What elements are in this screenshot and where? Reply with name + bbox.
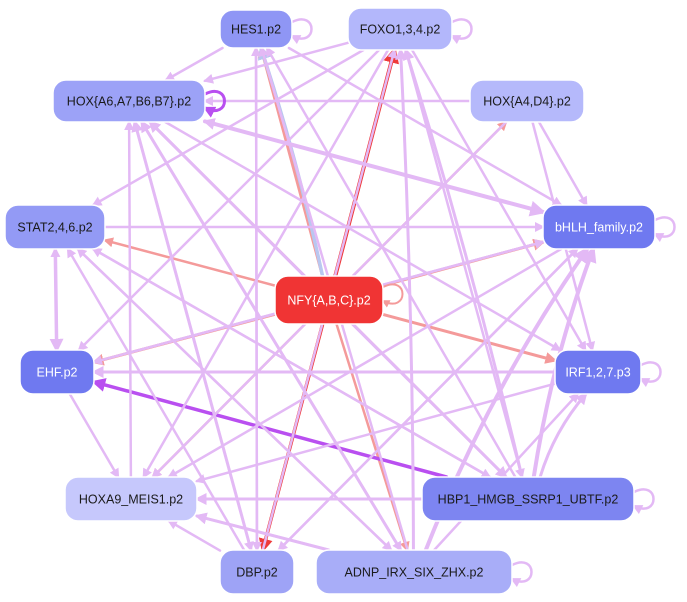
edge-loop-FOXO: [450, 18, 473, 45]
node-irf[interactable]: IRF1,2,7.p3: [554, 349, 642, 395]
edge-HES1-to-DBP: [251, 46, 262, 552]
edge-FOXO-to-HOXA9: [142, 48, 390, 479]
node-label: HOX{A6,A7,B6,B7}.p2: [67, 94, 191, 108]
node-box: [469, 79, 585, 123]
node-label: FOXO1,3,4.p2: [360, 22, 441, 36]
node-label: DBP.p2: [236, 565, 278, 579]
node-box: [219, 9, 293, 49]
node-box: [219, 549, 295, 595]
node-box: [19, 349, 95, 395]
edge-HOXA6-to-IRF: [164, 120, 562, 352]
edge-bHLH-to-DBP: [277, 247, 579, 552]
node-nfy[interactable]: NFY{A,B,C}.p2: [274, 275, 384, 325]
node-foxo[interactable]: FOXO1,3,4.p2: [347, 7, 453, 51]
edge-NFY-to-STAT: [103, 237, 277, 287]
edge-STAT-to-HBP1: [92, 247, 492, 479]
node-adnp[interactable]: ADNP_IRX_SIX_ZHX.p2: [315, 549, 513, 595]
edge-HES1-to-bHLH: [287, 46, 563, 207]
node-label: STAT2,4,6.p2: [17, 220, 92, 234]
edge-loop-ADNP: [510, 561, 533, 588]
edge-HOXA9-to-HOXA6: [124, 120, 135, 479]
edge-loop-bHLH: [653, 216, 676, 243]
node-label: EHF.p2: [37, 365, 78, 379]
edge-DBP-to-STAT: [66, 247, 246, 552]
edge-STAT-to-ADNP: [76, 247, 393, 552]
node-hes1[interactable]: HES1.p2: [219, 9, 293, 49]
node-label: NFY{A,B,C}.p2: [287, 293, 370, 307]
node-box: [554, 349, 642, 395]
node-bhlh[interactable]: bHLH_family.p2: [542, 204, 656, 250]
edge-HBP1-to-EHF: [91, 378, 449, 479]
edge-NFY-to-IRF: [381, 312, 558, 364]
edge-ADNP-to-HOXA9: [195, 513, 330, 552]
node-label: HBP1_HMGB_SSRP1_UBTF.p2: [438, 492, 619, 506]
node-box: [274, 275, 384, 325]
node-box: [347, 7, 453, 51]
edge-FOXO-to-HOXA6: [203, 41, 350, 84]
edge-HOXA6-to-ADNP: [140, 120, 402, 552]
edge-EHF-to-STAT: [50, 247, 61, 352]
node-stat[interactable]: STAT2,4,6.p2: [4, 204, 106, 250]
node-box: [315, 549, 513, 595]
edge-loop-HBP1: [632, 488, 655, 515]
node-label: bHLH_family.p2: [555, 220, 643, 234]
node-label: HOX{A4,D4}.p2: [483, 94, 571, 108]
node-dbp[interactable]: DBP.p2: [219, 549, 295, 595]
node-hoxa9[interactable]: HOXA9_MEIS1.p2: [64, 476, 198, 522]
edge-IRF-to-HOXA9: [195, 382, 557, 484]
edge-loop-HOXA6: [202, 90, 226, 118]
edge-ADNP-to-FOXO: [395, 47, 415, 552]
edge-EHF-to-HOXA9: [68, 392, 120, 479]
node-label: IRF1,2,7.p3: [565, 365, 630, 379]
edge-bHLH-to-HOXA6: [202, 118, 545, 214]
edge-HES1-to-HOXA6: [164, 46, 224, 82]
node-hoxa6[interactable]: HOX{A6,A7,B6,B7}.p2: [52, 79, 206, 123]
node-box: [64, 476, 198, 522]
node-box: [4, 204, 106, 250]
node-hbp1[interactable]: HBP1_HMGB_SSRP1_UBTF.p2: [421, 476, 635, 522]
node-box: [542, 204, 656, 250]
node-hoxa4[interactable]: HOX{A4,D4}.p2: [469, 79, 585, 123]
edge-loop-NFY: [381, 283, 404, 308]
node-box: [52, 79, 206, 123]
edge-loop-HES1: [290, 18, 313, 45]
node-label: HES1.p2: [231, 22, 281, 36]
edge-HBP1-to-IRF: [538, 392, 588, 479]
edge-bHLH-to-HOXA9: [167, 247, 563, 479]
node-ehf[interactable]: EHF.p2: [19, 349, 95, 395]
edge-loop-IRF: [639, 361, 662, 388]
edge-HBP1-to-HES1: [265, 46, 517, 479]
edge-HOXA4-to-bHLH: [537, 120, 588, 207]
edge-DBP-to-HOXA9: [167, 519, 222, 552]
node-label: ADNP_IRX_SIX_ZHX.p2: [345, 565, 484, 579]
node-box: [421, 476, 635, 522]
edge-FOXO-to-EHF: [77, 48, 381, 352]
node-label: HOXA9_MEIS1.p2: [79, 492, 183, 506]
